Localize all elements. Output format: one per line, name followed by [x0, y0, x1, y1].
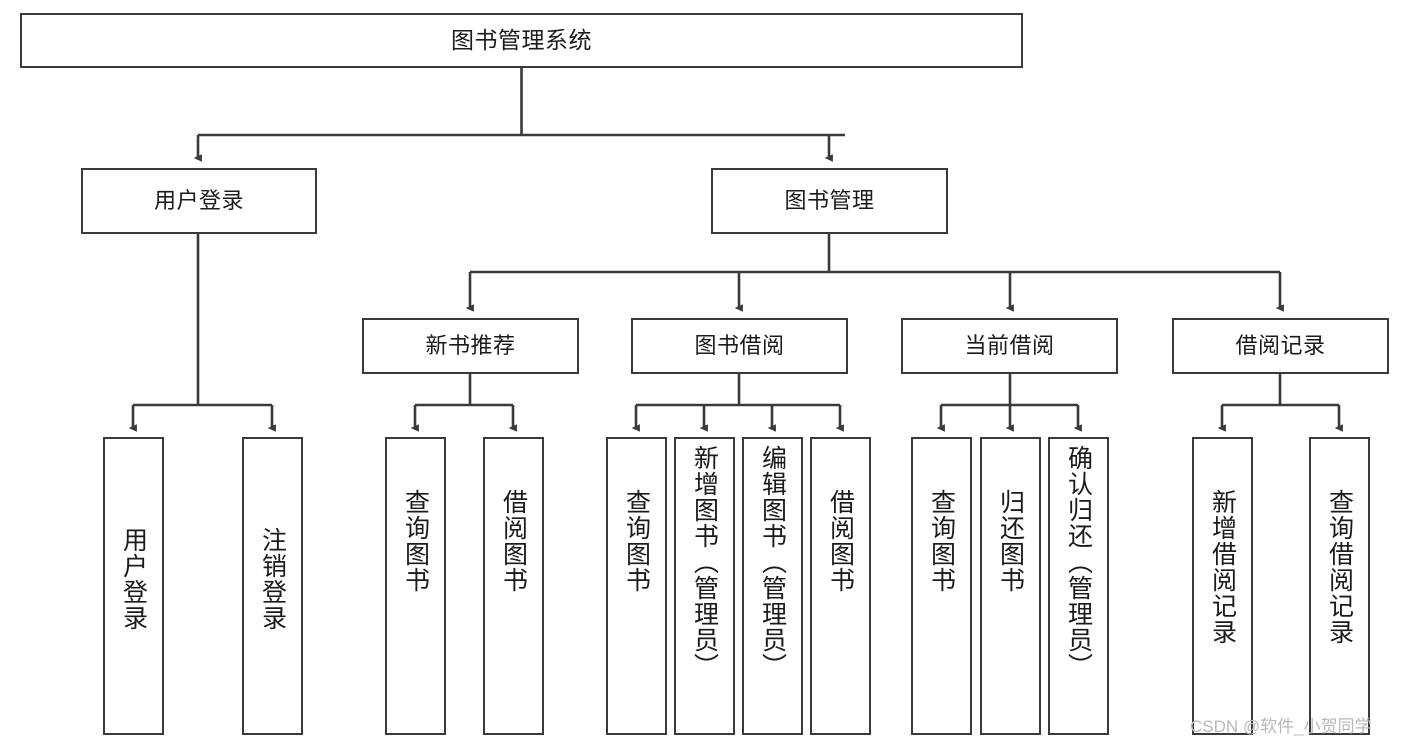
node-label: 新书推荐	[425, 333, 516, 358]
node-label: 编辑图书（管理员）	[758, 445, 787, 679]
leaf-logout[interactable]: 注销登录	[242, 437, 303, 735]
node-label: 新增图书（管理员）	[690, 445, 719, 679]
node-label: 查询借阅记录	[1325, 489, 1354, 645]
node-label: 注销登录	[258, 527, 287, 631]
node-label: 归还图书	[996, 489, 1025, 593]
leaf-edit-book-admin[interactable]: 编辑图书（管理员）	[742, 437, 803, 735]
node-book-management[interactable]: 图书管理	[711, 168, 948, 234]
node-label: 图书借阅	[694, 333, 785, 358]
node-label: 查询图书	[622, 489, 651, 593]
leaf-borrow-book-recommend[interactable]: 借阅图书	[483, 437, 544, 735]
node-label: 借阅记录	[1235, 333, 1326, 358]
leaf-borrow-book[interactable]: 借阅图书	[810, 437, 871, 735]
leaf-add-borrow-record[interactable]: 新增借阅记录	[1192, 437, 1253, 735]
node-label: 查询图书	[927, 489, 956, 593]
leaf-query-book-borrow[interactable]: 查询图书	[606, 437, 667, 735]
node-root-system[interactable]: 图书管理系统	[20, 13, 1023, 68]
leaf-query-book-recommend[interactable]: 查询图书	[385, 437, 446, 735]
node-label: 新增借阅记录	[1208, 489, 1237, 645]
node-label: 借阅图书	[499, 489, 528, 593]
leaf-query-borrow-record[interactable]: 查询借阅记录	[1309, 437, 1370, 735]
node-label: 当前借阅	[964, 333, 1055, 358]
node-label: 图书管理	[784, 188, 875, 213]
node-borrow-records[interactable]: 借阅记录	[1172, 318, 1389, 374]
leaf-user-login[interactable]: 用户登录	[103, 437, 164, 735]
csdn-watermark: CSDN @软件_小贺同学	[1190, 717, 1372, 736]
node-new-book-recommend[interactable]: 新书推荐	[362, 318, 579, 374]
leaf-confirm-return-admin[interactable]: 确认归还（管理员）	[1048, 437, 1109, 735]
node-label: 用户登录	[119, 527, 148, 631]
node-label: 用户登录	[153, 188, 244, 213]
node-current-borrow[interactable]: 当前借阅	[901, 318, 1118, 374]
leaf-return-book[interactable]: 归还图书	[980, 437, 1041, 735]
leaf-query-book-current[interactable]: 查询图书	[911, 437, 972, 735]
node-user-login[interactable]: 用户登录	[81, 168, 317, 234]
node-label: 查询图书	[401, 489, 430, 593]
node-book-borrow[interactable]: 图书借阅	[631, 318, 848, 374]
node-label: 确认归还（管理员）	[1064, 445, 1093, 679]
leaf-add-book-admin[interactable]: 新增图书（管理员）	[674, 437, 735, 735]
node-label: 借阅图书	[826, 489, 855, 593]
node-label: 图书管理系统	[451, 27, 592, 53]
